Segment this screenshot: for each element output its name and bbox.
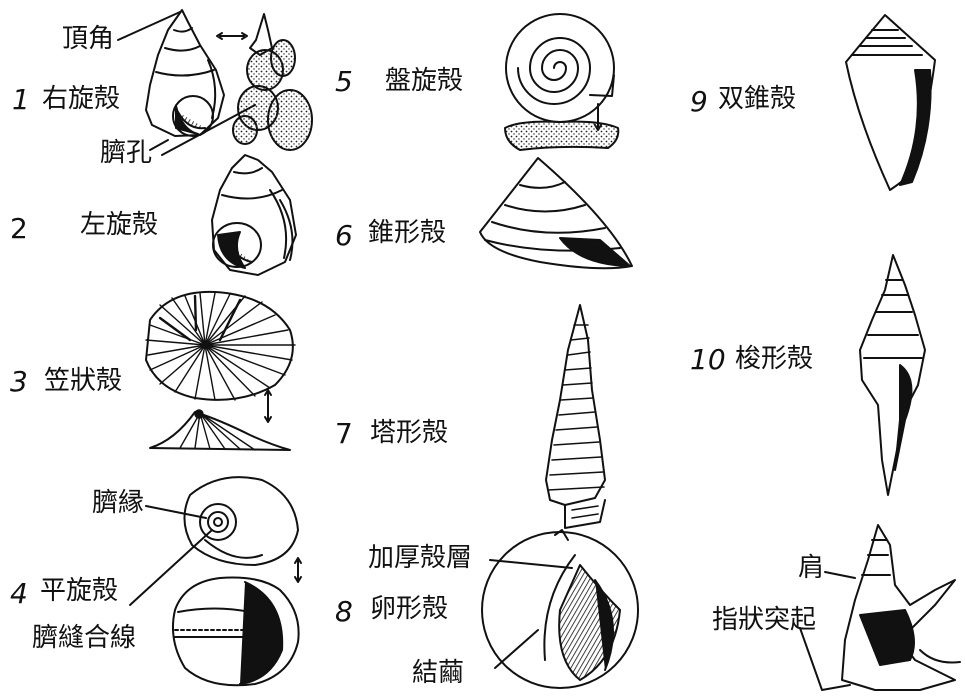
item-2-number: 2 (10, 212, 28, 245)
item-6-name: 錐形殻 (368, 218, 447, 248)
biconical-shell-drawing (845, 14, 936, 191)
item-5-name: 盤旋殻 (385, 66, 464, 96)
dextral-shell-drawing (145, 9, 225, 137)
item-4-name: 平旋殻 (40, 576, 119, 606)
item-9-name: 双錐殻 (718, 84, 797, 114)
apex-label: 頂角 (62, 24, 115, 54)
thick-lip-label: 加厚殻層 (368, 543, 473, 573)
limpet-side-drawing (149, 409, 291, 451)
item-7-name: 塔形殻 (370, 418, 449, 448)
item-3-name: 笠狀殻 (44, 366, 123, 396)
umbilicus-label: 臍孔 (100, 138, 153, 168)
item-10-number: 10 (690, 343, 726, 376)
umbilical-suture-label: 臍縫合線 (32, 623, 137, 653)
item-4-number: 4 (10, 577, 28, 610)
turreted-shell-drawing (545, 304, 606, 529)
spiny-shell-drawing (841, 524, 961, 691)
item-2-name: 左旋殻 (80, 210, 159, 240)
finger-process-label: 指狀突起 (712, 605, 817, 635)
item-10-name: 梭形殻 (735, 344, 814, 374)
item-7-number: 7 (335, 417, 353, 450)
discoidal-side-drawing (504, 120, 620, 151)
item-6-number: 6 (335, 219, 353, 252)
item-8-number: 8 (335, 595, 353, 628)
item-8-name: 卵形殻 (370, 594, 449, 624)
limpet-shell-drawing (145, 290, 296, 401)
soft-body-drawing (232, 13, 313, 151)
shoulder-label: 肩 (798, 553, 825, 583)
ovate-shell-drawing (481, 529, 639, 689)
item-1-number: 1 (12, 83, 30, 116)
conical-shell-drawing (479, 157, 633, 270)
planispiral-side-drawing (172, 576, 300, 687)
item-1-name: 右旋殻 (42, 84, 121, 114)
item-3-number: 3 (10, 365, 28, 398)
item-5-number: 5 (335, 65, 353, 98)
item-9-number: 9 (690, 85, 708, 118)
umbilical-margin-label: 臍縁 (92, 488, 145, 518)
fusiform-shell-drawing (859, 254, 926, 496)
sinistral-shell-drawing (211, 154, 297, 276)
planispiral-shell-drawing (183, 476, 299, 566)
callus-label: 結繭 (412, 658, 465, 688)
